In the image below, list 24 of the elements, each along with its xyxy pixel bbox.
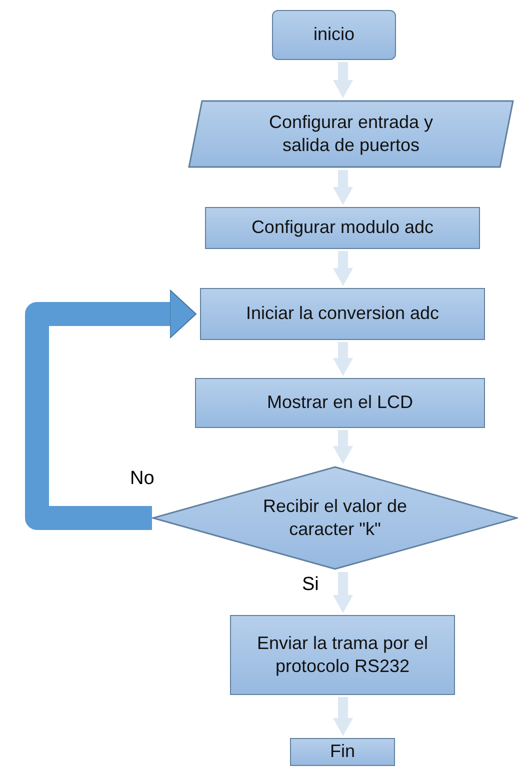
node-text: Configurar entrada y salida de puertos	[268, 110, 434, 157]
arrow	[333, 430, 353, 464]
decision-diamond	[152, 466, 518, 570]
arrow	[333, 170, 353, 205]
node-text: Configurar modulo adc	[251, 216, 434, 240]
end-terminal	[290, 738, 395, 766]
arrow	[333, 342, 353, 376]
arrow	[333, 572, 353, 613]
node-text: Recibir el valor de caracter "k"	[262, 494, 408, 541]
start-terminal	[272, 10, 396, 60]
input-output-parallelogram	[188, 100, 514, 168]
arrow	[333, 251, 353, 286]
process-box	[200, 288, 485, 340]
arrow	[333, 697, 353, 736]
process-box	[230, 615, 455, 695]
node-text: Enviar la trama por el protocolo RS232	[256, 632, 430, 678]
arrow	[333, 62, 353, 98]
process-box	[205, 207, 480, 249]
process-box	[195, 378, 485, 428]
node-text: Mostrar en el LCD	[266, 391, 414, 414]
node-text: Fin	[330, 740, 355, 764]
node-text: Iniciar la conversion adc	[246, 302, 440, 326]
node-text: inicio	[313, 23, 355, 46]
loop-arrow	[25, 290, 196, 530]
